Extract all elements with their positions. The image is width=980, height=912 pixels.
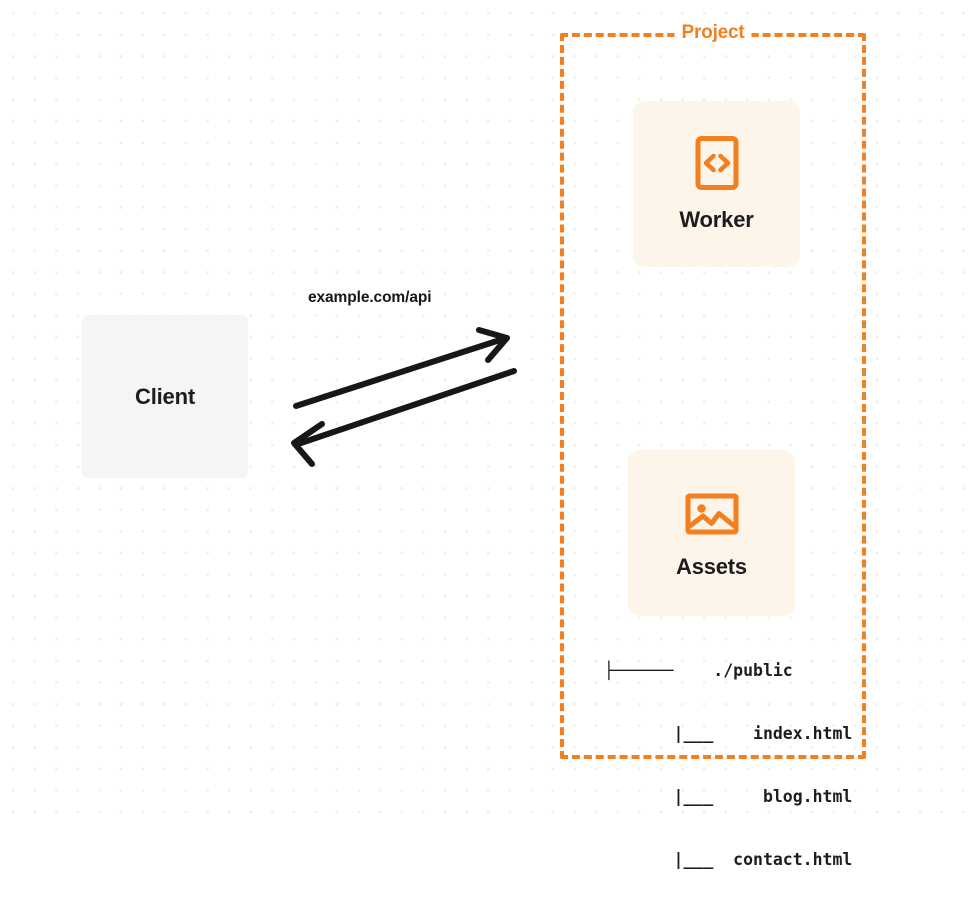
project-title: Project bbox=[674, 22, 752, 44]
request-arrow bbox=[293, 327, 510, 409]
architecture-diagram: Client example.com/api Project Worker bbox=[0, 0, 980, 869]
project-container: Project bbox=[560, 22, 866, 759]
file-tree-row: |___ contact.html bbox=[604, 850, 853, 869]
assets-node[interactable]: Assets bbox=[628, 450, 795, 616]
image-icon bbox=[685, 493, 738, 535]
file-tree-row: |___ blog.html bbox=[604, 787, 853, 806]
code-brackets-icon bbox=[695, 136, 738, 190]
file-tree-row: ├────── ./public bbox=[604, 661, 793, 680]
worker-node[interactable]: Worker bbox=[633, 101, 800, 267]
client-node[interactable]: Client bbox=[82, 315, 248, 478]
worker-node-label: Worker bbox=[679, 207, 754, 232]
assets-file-tree: ├────── ./public |___ index.html |___ bl… bbox=[604, 618, 852, 912]
client-node-label: Client bbox=[135, 383, 195, 409]
connection-label: example.com/api bbox=[308, 289, 432, 306]
file-tree-row: |___ index.html bbox=[604, 724, 853, 743]
response-arrow bbox=[291, 368, 517, 467]
assets-node-label: Assets bbox=[676, 554, 747, 579]
